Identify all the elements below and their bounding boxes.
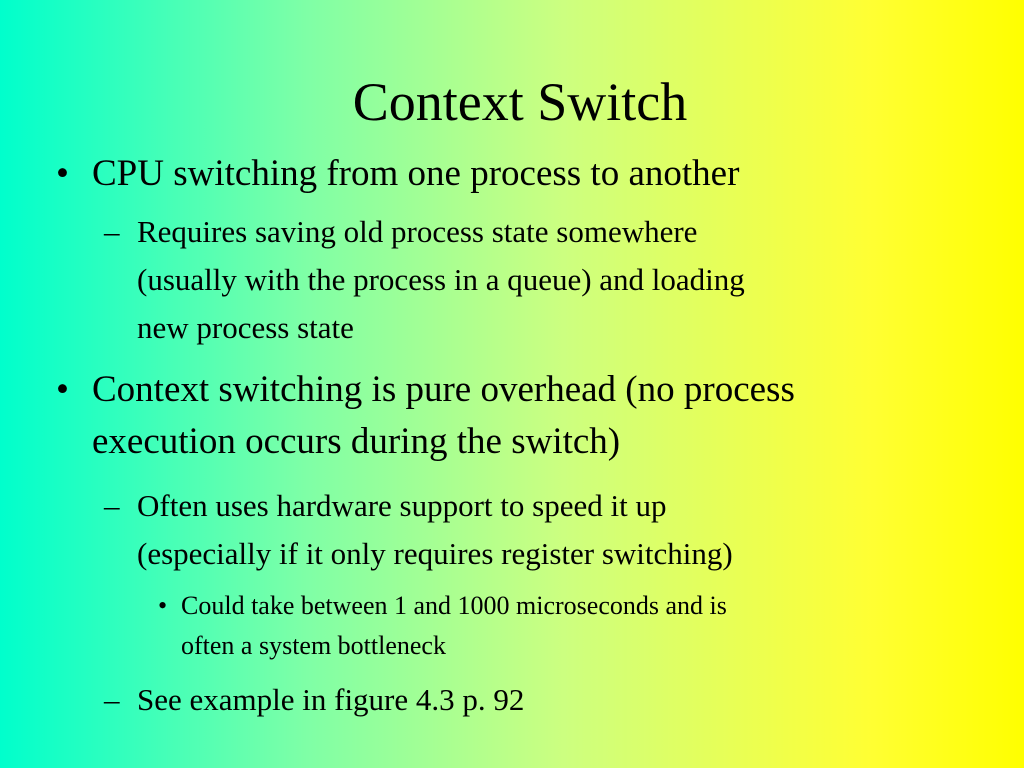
subsubbullet-text: Could take between 1 and 1000 microsecon… [181, 586, 727, 666]
subbullet-text: Often uses hardware support to speed it … [137, 482, 733, 578]
text-line: new process state [137, 310, 354, 345]
slide-title: Context Switch [352, 72, 688, 132]
text-line: execution occurs during the switch) [92, 421, 621, 462]
subbullet-text: See example in figure 4.3 p. 92 [137, 682, 525, 717]
text-line: Requires saving old process state somewh… [137, 214, 698, 249]
dash-marker: – [104, 214, 120, 249]
text-line: (usually with the process in a queue) an… [137, 262, 745, 297]
bullet-marker: • [56, 369, 69, 410]
dash-marker: – [104, 488, 120, 523]
text-line: Often uses hardware support to speed it … [137, 488, 667, 523]
dash-marker: – [104, 682, 120, 717]
subbullet-text: Requires saving old process state somewh… [137, 208, 745, 352]
text-line: often a system bottleneck [181, 631, 446, 660]
bullet-marker: • [56, 153, 69, 194]
bullet-marker: • [158, 591, 168, 620]
bullet-text: CPU switching from one process to anothe… [92, 153, 740, 194]
text-line: Could take between 1 and 1000 microsecon… [181, 591, 727, 620]
text-line: (especially if it only requires register… [137, 536, 733, 571]
bullet-text: Context switching is pure overhead (no p… [92, 364, 795, 468]
text-line: Context switching is pure overhead (no p… [92, 369, 795, 410]
